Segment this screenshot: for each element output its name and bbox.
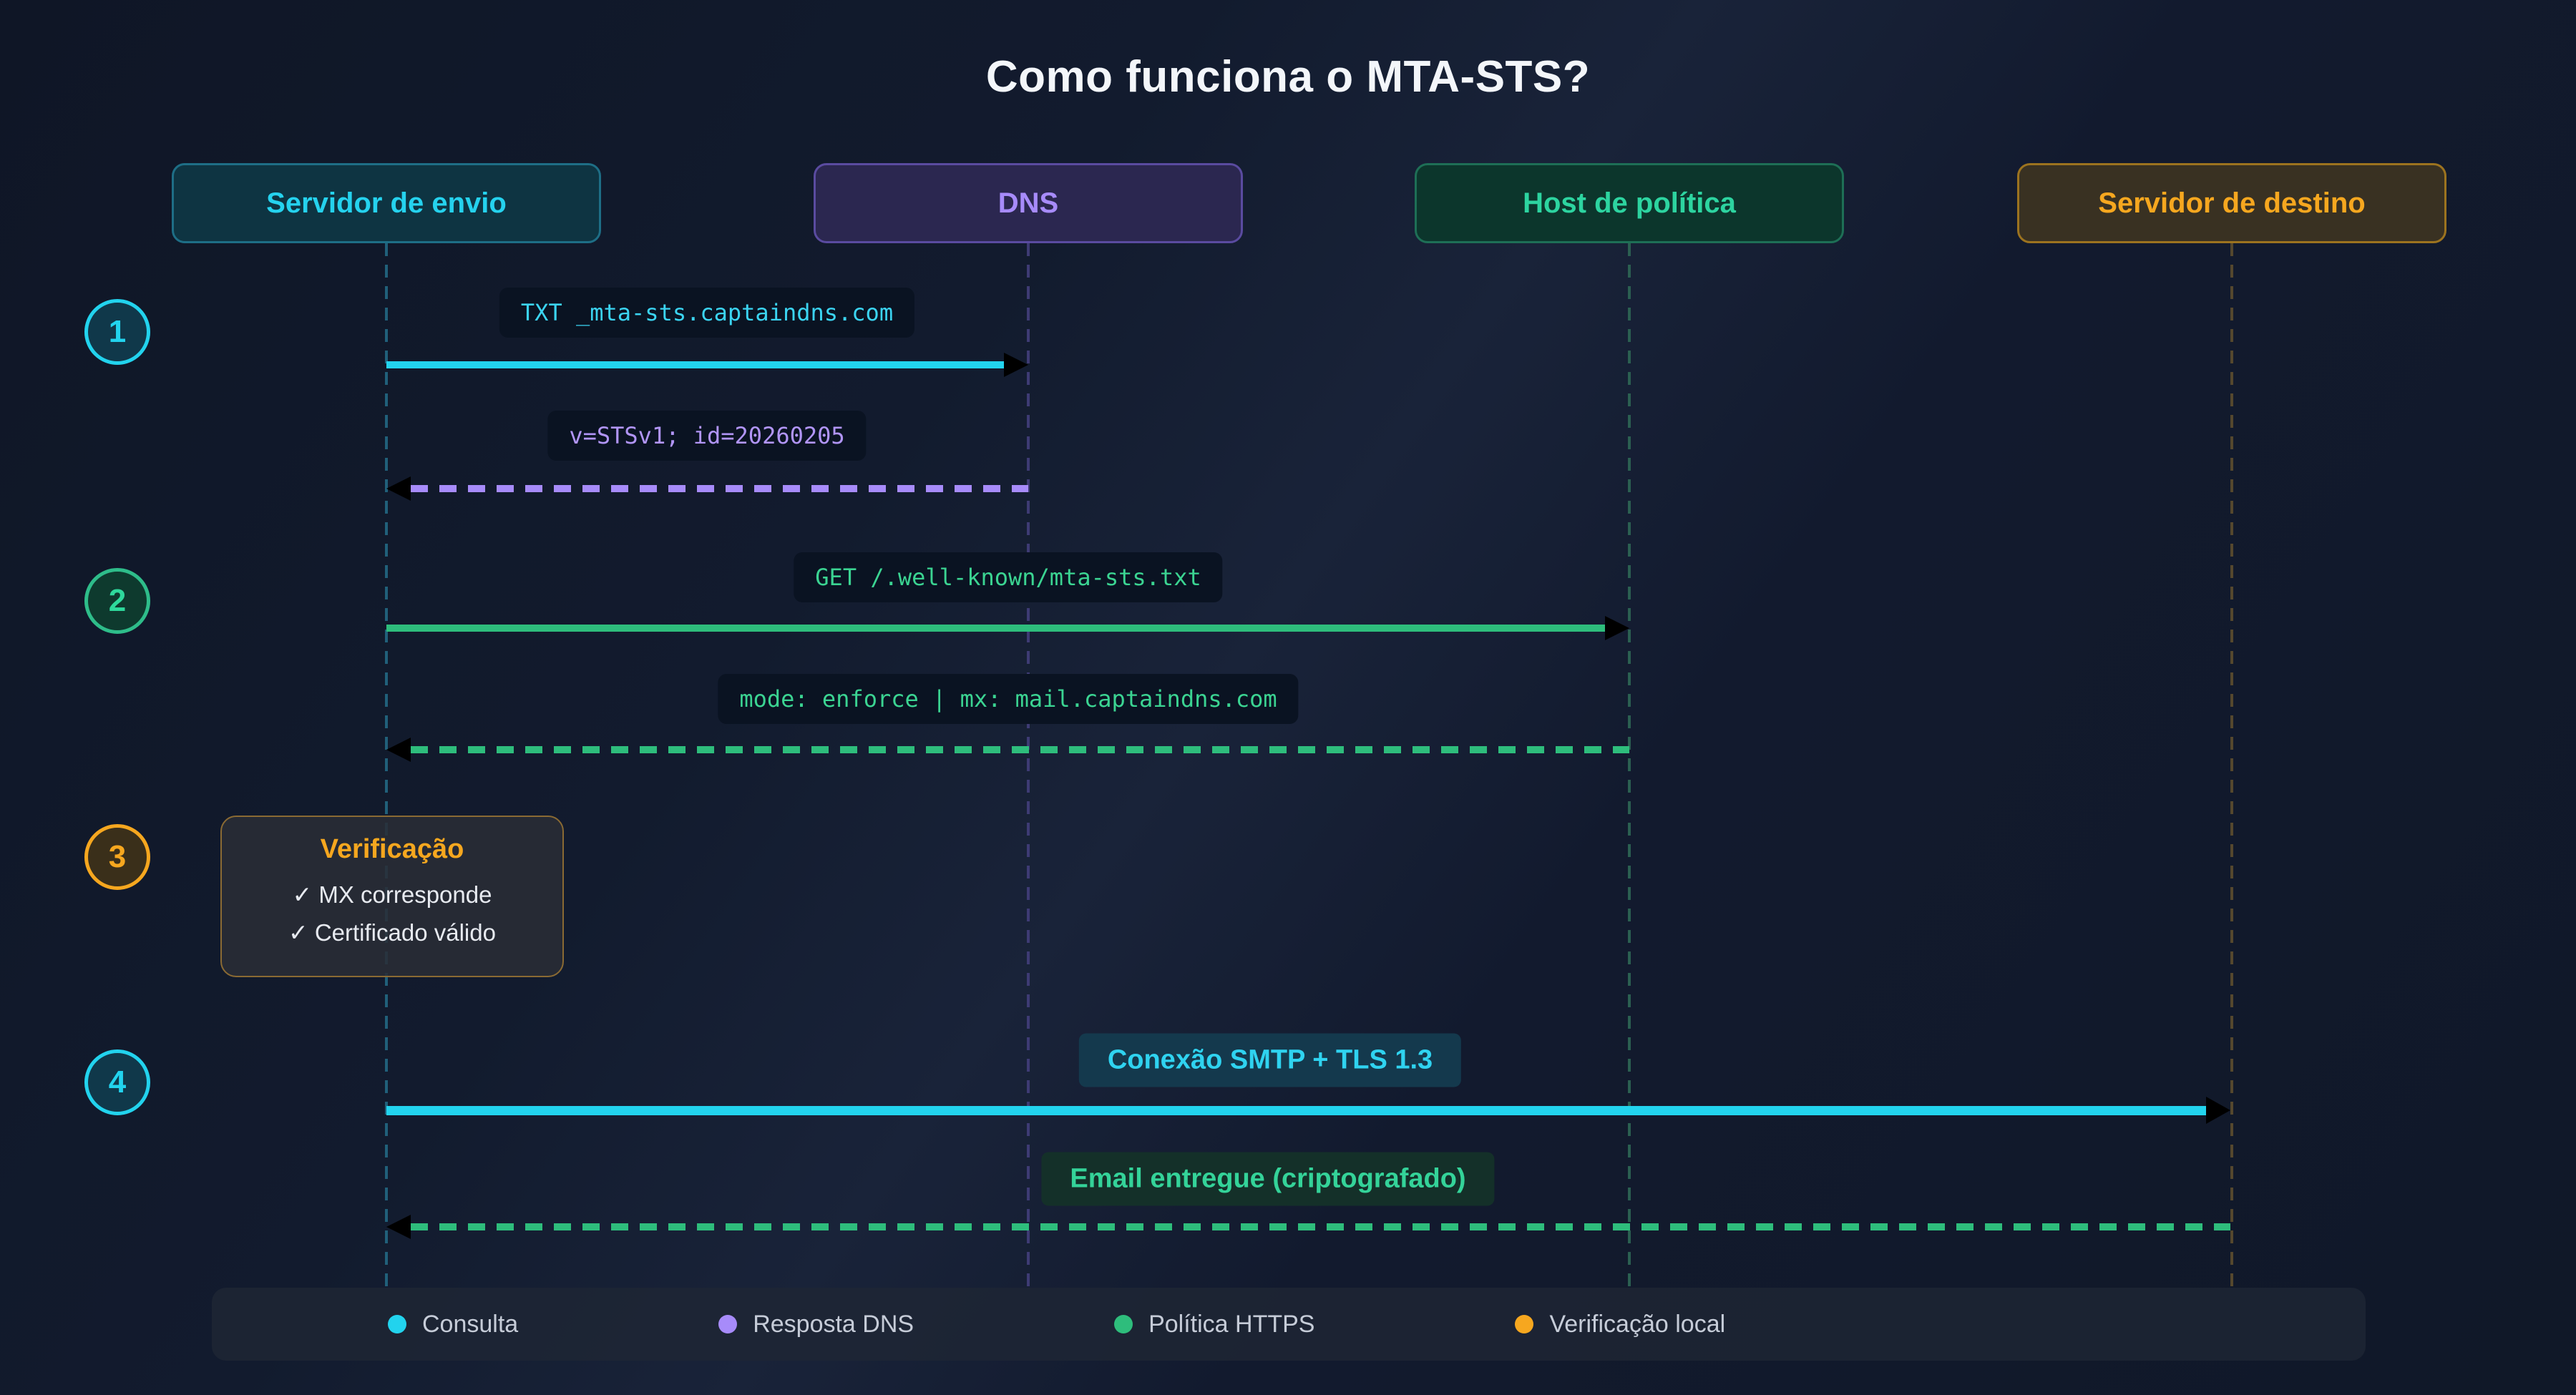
verification-box: Verificação ✓ MX corresponde ✓ Certifica… [220,816,564,977]
legend-dot-icon [718,1315,738,1333]
arrowhead-right-icon [1004,353,1028,377]
legend-label: Política HTTPS [1148,1310,1315,1338]
legend-dot-icon [1114,1315,1133,1333]
step-number: 2 [108,583,127,618]
arrowhead-right-icon [2206,1097,2230,1124]
verification-item-cert: ✓ Certificado válido [288,919,496,946]
arrowhead-left-icon [386,476,411,501]
lifeline-dns [1027,243,1030,1288]
arrowhead-right-icon [1605,616,1629,640]
legend-dot-icon [1515,1315,1534,1333]
message-label-email-delivered: Email entregue (criptografado) [1041,1152,1495,1206]
legend-label: Consulta [422,1310,519,1338]
step-badge-3: 3 [84,824,150,890]
arrow-step4-request [386,1106,2206,1115]
legend-bar: Consulta Resposta DNS Política HTTPS Ver… [212,1288,2366,1361]
step-badge-2: 2 [84,568,150,634]
actor-destination-server: Servidor de destino [2017,163,2446,243]
page-title: Como funciona o MTA-STS? [985,52,1591,102]
legend-label: Resposta DNS [753,1310,914,1338]
actor-dns: DNS [814,163,1243,243]
lifeline-policy-host [1628,243,1631,1288]
message-label-smtp-tls: Conexão SMTP + TLS 1.3 [1078,1033,1462,1087]
arrow-step2-request [386,625,1605,632]
legend-item-politica-https: Política HTTPS [1114,1311,1314,1338]
arrow-step4-response [411,1223,2230,1230]
verification-item-mx: ✓ MX corresponde [292,881,492,908]
lifeline-sending-server [385,243,388,1288]
step-badge-4: 4 [84,1049,150,1115]
arrowhead-left-icon [386,1215,411,1239]
actor-label: DNS [997,187,1059,219]
message-label-get-policy: GET /.well-known/mta-sts.txt [794,552,1223,602]
verification-title: Verificação [320,834,464,864]
legend-item-resposta-dns: Resposta DNS [718,1311,914,1338]
step-number: 4 [108,1064,127,1100]
actor-policy-host: Host de política [1415,163,1844,243]
actor-label: Host de política [1523,187,1736,219]
arrow-step1-request [386,361,1005,368]
arrow-step2-response [411,746,1629,753]
message-label-policy-content: mode: enforce | mx: mail.captaindns.com [718,674,1299,724]
legend-label: Verificação local [1549,1310,1726,1338]
step-number: 1 [108,314,127,349]
step-badge-1: 1 [84,299,150,365]
message-label-txt-query: TXT _mta-sts.captaindns.com [499,288,915,338]
message-label-dns-response: v=STSv1; id=20260205 [547,411,867,461]
arrow-step1-response [411,485,1028,492]
actor-label: Servidor de destino [2098,187,2366,219]
legend-item-verificacao-local: Verificação local [1515,1311,1725,1338]
actor-sending-server: Servidor de envio [172,163,601,243]
arrowhead-left-icon [386,738,411,762]
lifeline-destination-server [2230,243,2233,1288]
step-number: 3 [108,839,127,874]
legend-dot-icon [388,1315,406,1333]
legend-item-consulta: Consulta [388,1311,518,1338]
actor-label: Servidor de envio [266,187,507,219]
